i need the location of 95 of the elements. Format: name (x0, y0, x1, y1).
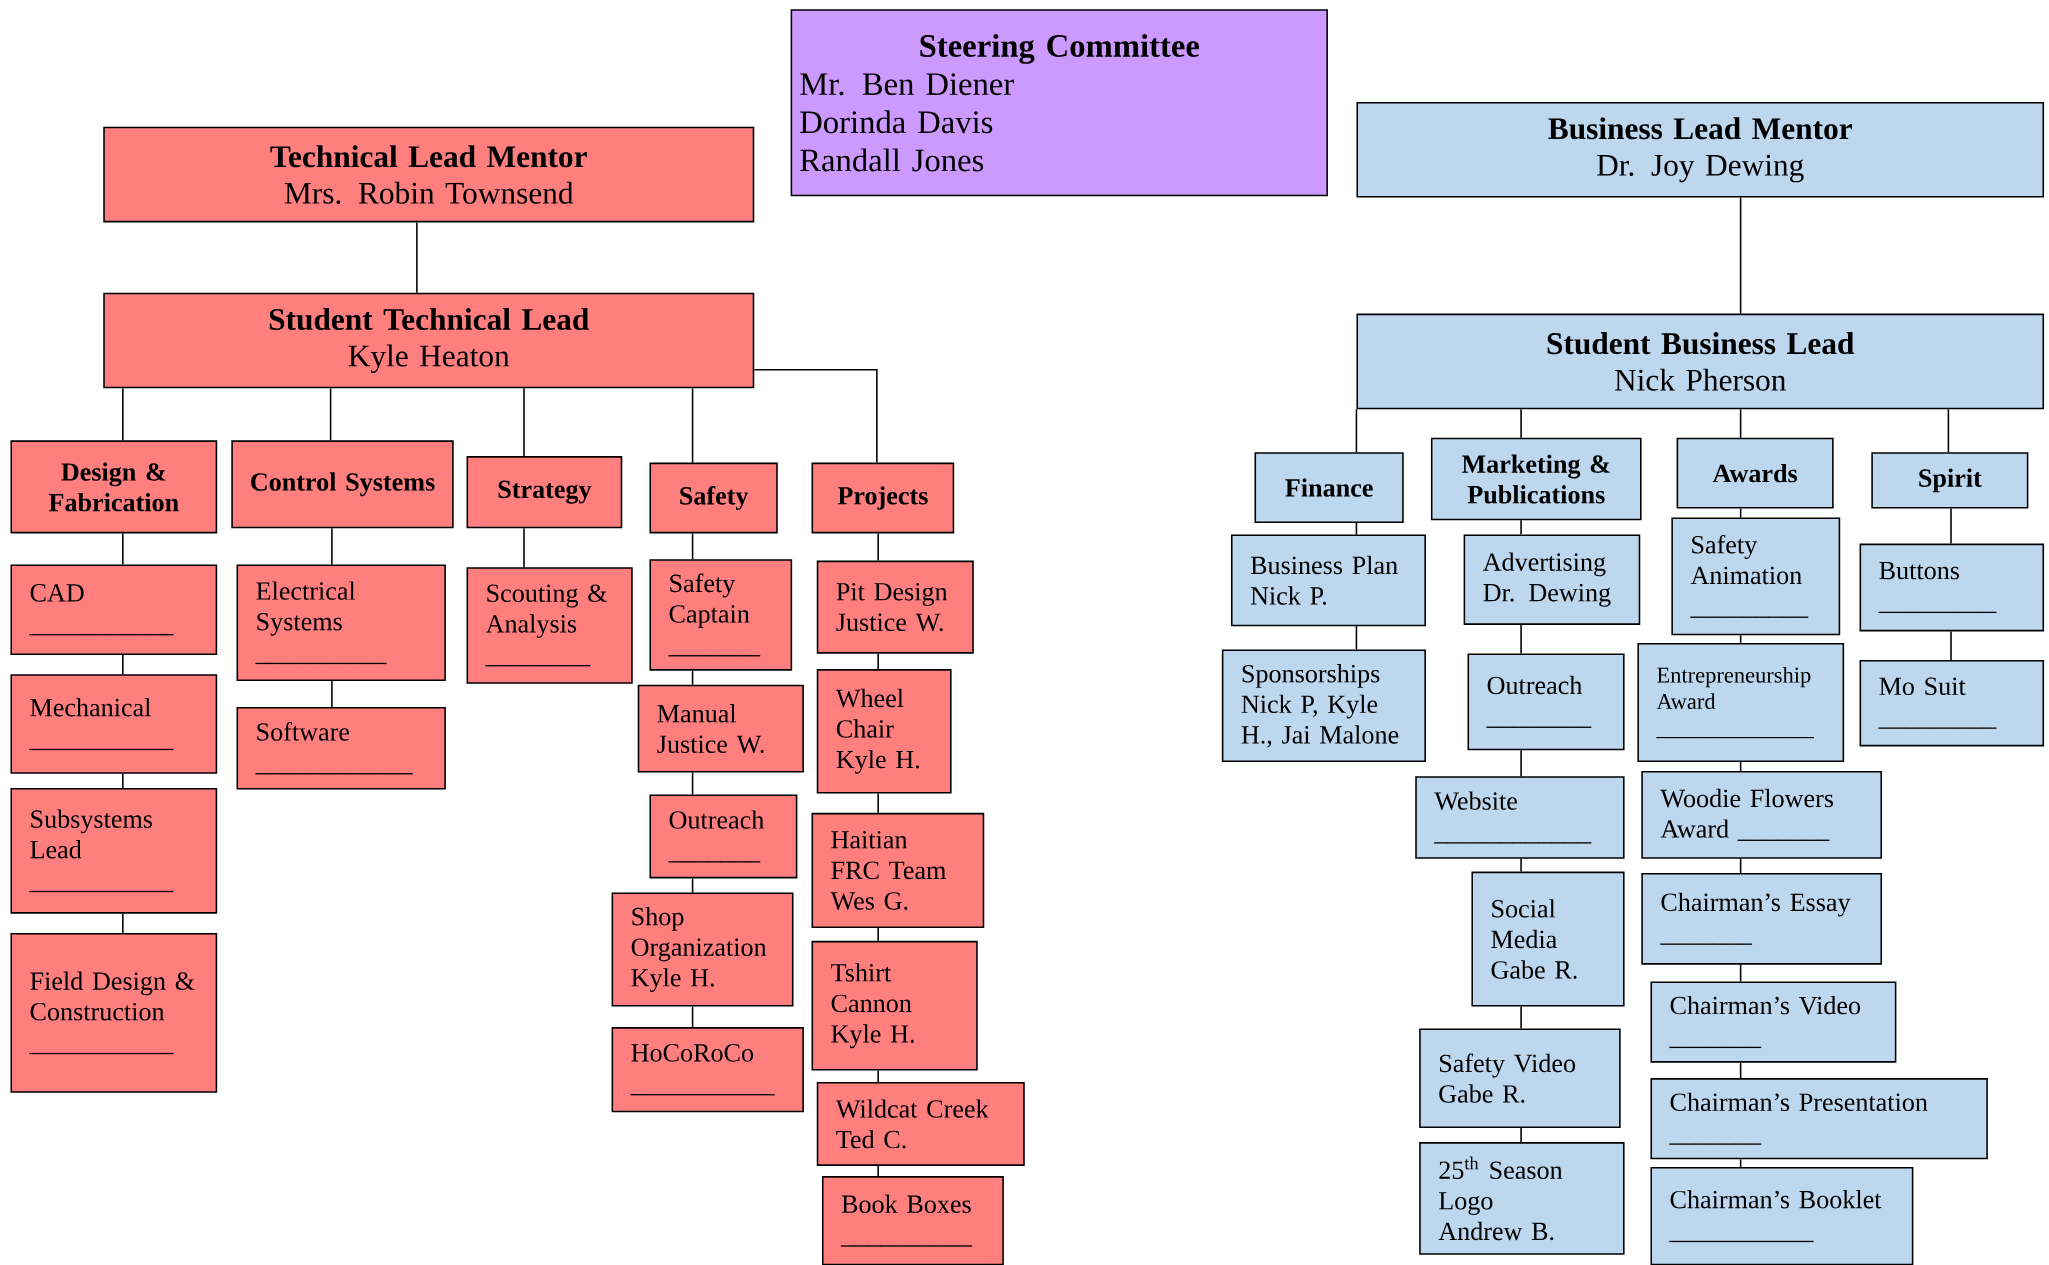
connector-line (1355, 522, 1358, 536)
connector-line (877, 1069, 879, 1083)
connector-line (877, 1165, 879, 1177)
role-box: Haitian FRC Team Wes G. (811, 812, 985, 929)
role-box: Social Media Gabe R. (1471, 871, 1625, 1007)
connector-line (877, 927, 879, 942)
committee-box: Steering Committee Mr. Ben Diener Dorinda Davis Randall Jones (790, 9, 1328, 197)
role-box: Field Design & Construction ___________ (10, 933, 218, 1093)
connector-line (523, 527, 525, 568)
role-box: Chairman’s Video _______ (1650, 981, 1897, 1063)
team-box: Finance (1254, 452, 1404, 523)
connector-line (1947, 408, 1950, 453)
connector-line (1950, 630, 1952, 661)
role-box: Safety Video Gabe R. (1419, 1028, 1621, 1129)
connector-line (1739, 1158, 1742, 1168)
connector-line (1355, 408, 1358, 453)
role-box: Pit Design Justice W. (816, 560, 974, 654)
role-box: HoCoRoCo ___________ (611, 1027, 804, 1113)
role-box: Sponsorships Nick P, Kyle H., Jai Malone (1221, 649, 1426, 763)
role-box: Buttons _________ (1859, 543, 2045, 632)
team-box: Control Systems (231, 440, 454, 529)
role-box: Chairman’s Presentation _______ (1650, 1078, 1988, 1160)
role-box: Manual Justice W. (637, 684, 804, 773)
team-box: Marketing & Publications (1430, 437, 1642, 521)
role-box: Chairman’s Booklet ___________ (1650, 1166, 1914, 1265)
connector-line (1520, 1005, 1522, 1030)
role-box: Advertising Dr. Dewing (1463, 534, 1641, 625)
connector-line (691, 771, 694, 796)
role-box: Wheel Chair Kyle H. (816, 669, 952, 794)
team-box: Awards (1676, 437, 1834, 509)
team-box: Projects (811, 462, 955, 534)
connector-line (1739, 507, 1742, 519)
team-box: Strategy (466, 456, 623, 529)
connector-line (877, 652, 879, 670)
role-box: Website ____________ (1415, 776, 1625, 859)
role-box: Outreach ________ (1467, 653, 1625, 751)
role-box: Safety Animation _________ (1671, 517, 1841, 636)
connector-line (331, 680, 333, 708)
team-box: Design & Fabrication (10, 440, 218, 534)
connector-line (691, 387, 694, 464)
connector-line (1739, 761, 1742, 772)
role-box: Scouting & Analysis ________ (466, 567, 633, 684)
connector-line (331, 527, 333, 566)
connector-line (1739, 858, 1742, 874)
connector-line (691, 1005, 694, 1028)
role-box: Book Boxes __________ (821, 1176, 1004, 1265)
role-box: Shop Organization Kyle H. (611, 892, 794, 1007)
connector-line (1520, 749, 1522, 778)
connector-line (1950, 507, 1952, 545)
role-box: Wildcat Creek Ted C. (816, 1082, 1025, 1166)
connector-line (122, 532, 124, 566)
connector-line (1739, 963, 1742, 983)
connector-line (416, 221, 418, 294)
connector-line (691, 532, 694, 561)
connector-line (691, 669, 694, 686)
connector-line (1520, 408, 1522, 439)
team-box: Spirit (1871, 452, 2029, 509)
role-box: 25$^{th}$ Season Logo Andrew B. (1419, 1142, 1625, 1255)
connector-line (329, 387, 332, 442)
connector-line (1520, 624, 1522, 655)
role-box: Mechanical ___________ (10, 674, 218, 774)
role-box: Safety Captain _______ (649, 559, 793, 671)
role-box: Electrical Systems __________ (236, 564, 446, 682)
connector-line (1739, 634, 1742, 644)
team-box: Student Technical Lead Kyle Heaton (103, 292, 755, 389)
role-box: Tshirt Cannon Kyle H. (811, 940, 978, 1071)
team-box: Safety (649, 462, 778, 534)
connector-line (1739, 1061, 1742, 1079)
connector-line (753, 369, 878, 464)
connector-line (122, 773, 124, 789)
connector-line (691, 877, 694, 894)
connector-line (1739, 196, 1742, 315)
connector-line (122, 654, 124, 676)
connector-line (877, 792, 879, 814)
role-box: Subsystems Lead ___________ (10, 788, 218, 914)
role-box: Entrepreneurship Award ______________ (1637, 642, 1845, 763)
team-box: Technical Lead Mentor Mrs. Robin Townsend (103, 126, 755, 223)
connector-line (877, 532, 879, 562)
connector-line (1520, 1127, 1522, 1143)
connector-line (122, 912, 124, 934)
connector-line (1739, 408, 1742, 439)
role-box: Chairman’s Essay _______ (1641, 872, 1883, 965)
role-box: Outreach _______ (649, 794, 798, 879)
connector-line (1520, 858, 1522, 873)
role-box: Woodie Flowers Award _______ (1641, 771, 1883, 859)
connector-line (1520, 519, 1522, 536)
team-box: Student Business Lead Nick Pherson (1356, 313, 2045, 410)
role-box: Mo Suit _________ (1859, 659, 2045, 747)
connector-line (1355, 625, 1358, 651)
team-box: Business Lead Mentor Dr. Joy Dewing (1356, 101, 2045, 198)
connector-line (523, 387, 525, 457)
connector-line (122, 387, 124, 442)
role-box: Business Plan Nick P. (1231, 534, 1426, 627)
role-box: CAD ___________ (10, 564, 218, 655)
role-box: Software ____________ (236, 707, 446, 790)
